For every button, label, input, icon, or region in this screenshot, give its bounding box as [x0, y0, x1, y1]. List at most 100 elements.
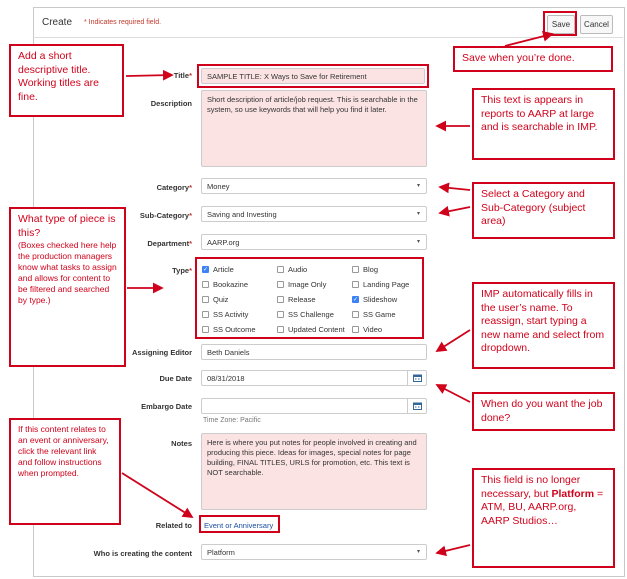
embargo-date-input[interactable]	[201, 398, 427, 414]
due-date-label: Due Date	[159, 374, 192, 383]
page-title: Create	[42, 17, 73, 28]
checkbox-icon[interactable]	[352, 326, 359, 333]
notes-label: Notes	[171, 439, 192, 448]
type-label-text: Type	[172, 266, 190, 275]
required-marker: *	[189, 211, 192, 220]
editor-arrow	[435, 329, 471, 352]
checkbox-icon[interactable]	[277, 326, 284, 333]
required-field-note: * Indicates required field.	[84, 19, 162, 26]
due-date-input[interactable]: 08/31/2018	[201, 370, 427, 386]
type-checkbox-landing-page[interactable]: Landing Page	[352, 280, 409, 289]
save-button[interactable]: Save	[547, 15, 575, 34]
checkbox-icon[interactable]	[277, 311, 284, 318]
chevron-down-icon: ▾	[416, 549, 420, 555]
checkbox-icon[interactable]	[277, 266, 284, 273]
required-marker: *	[189, 71, 192, 80]
checkbox-icon[interactable]	[202, 281, 209, 288]
calendar-icon[interactable]	[407, 399, 426, 413]
platform-note-bold: Platform	[551, 487, 595, 500]
description-textarea[interactable]: Short description of article/job request…	[201, 90, 427, 167]
subcategory-label-text: Sub-Category	[139, 211, 190, 220]
creator-label: Who is creating the content	[93, 549, 192, 558]
type-checkbox-quiz[interactable]: Quiz	[202, 295, 228, 304]
type-checkbox-label: Image Only	[288, 280, 327, 289]
title-label-text: Title	[173, 71, 190, 80]
checkbox-icon[interactable]	[352, 281, 359, 288]
department-label-text: Department	[147, 239, 190, 248]
department-select[interactable]: AARP.org▾	[201, 234, 427, 250]
type-checkbox-ss-challenge[interactable]: SS Challenge	[277, 310, 334, 319]
type-checkbox-audio[interactable]: Audio	[277, 265, 307, 274]
checkbox-icon[interactable]	[202, 296, 209, 303]
calendar-icon[interactable]	[407, 371, 426, 385]
checkbox-icon[interactable]	[202, 311, 209, 318]
platform-arrow	[435, 544, 471, 557]
category-annotation: Select a Category and Sub-Category (subj…	[472, 182, 615, 239]
checkmark-icon[interactable]: ✓	[202, 266, 209, 273]
due-date-annotation: When do you want the job done?	[472, 392, 615, 431]
type-checkbox-ss-game[interactable]: SS Game	[352, 310, 396, 319]
type-checkbox-blog[interactable]: Blog	[352, 265, 378, 274]
type-checkbox-slideshow[interactable]: ✓ Slideshow	[352, 295, 397, 304]
timezone-hint: Time Zone: Pacific	[203, 417, 261, 424]
type-checkbox-label: Audio	[288, 265, 308, 274]
subcategory-label: Sub-Category*	[102, 211, 192, 220]
type-checkbox-ss-outcome[interactable]: SS Outcome	[202, 325, 256, 334]
type-checkbox-label: SS Game	[363, 310, 396, 319]
type-checkbox-label: Quiz	[213, 295, 229, 304]
title-arrow	[125, 69, 174, 81]
title-input[interactable]: SAMPLE TITLE: X Ways to Save for Retirem…	[201, 68, 425, 84]
type-label: Type*	[102, 266, 192, 275]
type-checkbox-label: SS Outcome	[213, 325, 256, 334]
type-checkbox-updated-content[interactable]: Updated Content	[277, 325, 345, 334]
checkbox-icon[interactable]	[277, 296, 284, 303]
checkmark-icon[interactable]: ✓	[352, 296, 359, 303]
checkbox-icon[interactable]	[202, 326, 209, 333]
type-checkbox-ss-activity[interactable]: SS Activity	[202, 310, 248, 319]
description-label: Description	[150, 99, 192, 108]
subcategory-select[interactable]: Saving and Investing▾	[201, 206, 427, 222]
type-checkbox-article[interactable]: ✓Article	[202, 265, 234, 274]
assigning-editor-label: Assigning Editor	[132, 348, 192, 357]
platform-annotation: This field is no longer necessary, but P…	[472, 468, 615, 568]
type-checkbox-video[interactable]: Video	[352, 325, 382, 334]
event-or-anniversary-link[interactable]: Event or Anniversary	[204, 521, 274, 530]
type-checkbox-label: Landing Page	[363, 280, 410, 289]
form-header	[33, 7, 623, 38]
related-arrow	[121, 472, 194, 518]
due-date-arrow	[435, 384, 471, 403]
title-highlight-box	[197, 64, 429, 88]
checkbox-icon[interactable]	[352, 266, 359, 273]
creator-value: Platform	[207, 548, 235, 557]
category-arrow	[438, 182, 471, 194]
subcategory-value: Saving and Investing	[207, 210, 277, 219]
type-checkbox-bookazine[interactable]: Bookazine	[202, 280, 248, 289]
type-checkbox-label: Updated Content	[288, 325, 345, 334]
type-checkbox-label: Video	[363, 325, 383, 334]
type-checkbox-label: Release	[288, 295, 316, 304]
type-checkbox-label: SS Activity	[213, 310, 249, 319]
category-label: Category*	[102, 183, 192, 192]
department-value: AARP.org	[207, 238, 240, 247]
related-to-label: Related to	[155, 521, 192, 530]
type-highlight-box	[195, 257, 424, 339]
cancel-button[interactable]: Cancel	[580, 15, 613, 34]
type-checkbox-label: Bookazine	[213, 280, 249, 289]
checkbox-icon[interactable]	[277, 281, 284, 288]
category-select[interactable]: Money▾	[201, 178, 427, 194]
save-arrow	[504, 30, 554, 47]
subcategory-arrow	[438, 205, 471, 217]
type-checkbox-release[interactable]: Release	[277, 295, 316, 304]
required-marker: *	[189, 183, 192, 192]
title-label: Title*	[102, 71, 192, 80]
notes-textarea[interactable]: Here is where you put notes for people i…	[201, 433, 427, 510]
save-annotation: Save when you’re done.	[453, 46, 613, 72]
chevron-down-icon: ▾	[416, 183, 420, 189]
type-checkbox-label: Slideshow	[363, 295, 398, 304]
type-checkbox-label: SS Challenge	[288, 310, 334, 319]
checkbox-icon[interactable]	[352, 311, 359, 318]
creator-select[interactable]: Platform ▾	[201, 544, 427, 560]
assigning-editor-input[interactable]: Beth Daniels	[201, 344, 427, 360]
type-checkbox-image-only[interactable]: Image Only	[277, 280, 326, 289]
